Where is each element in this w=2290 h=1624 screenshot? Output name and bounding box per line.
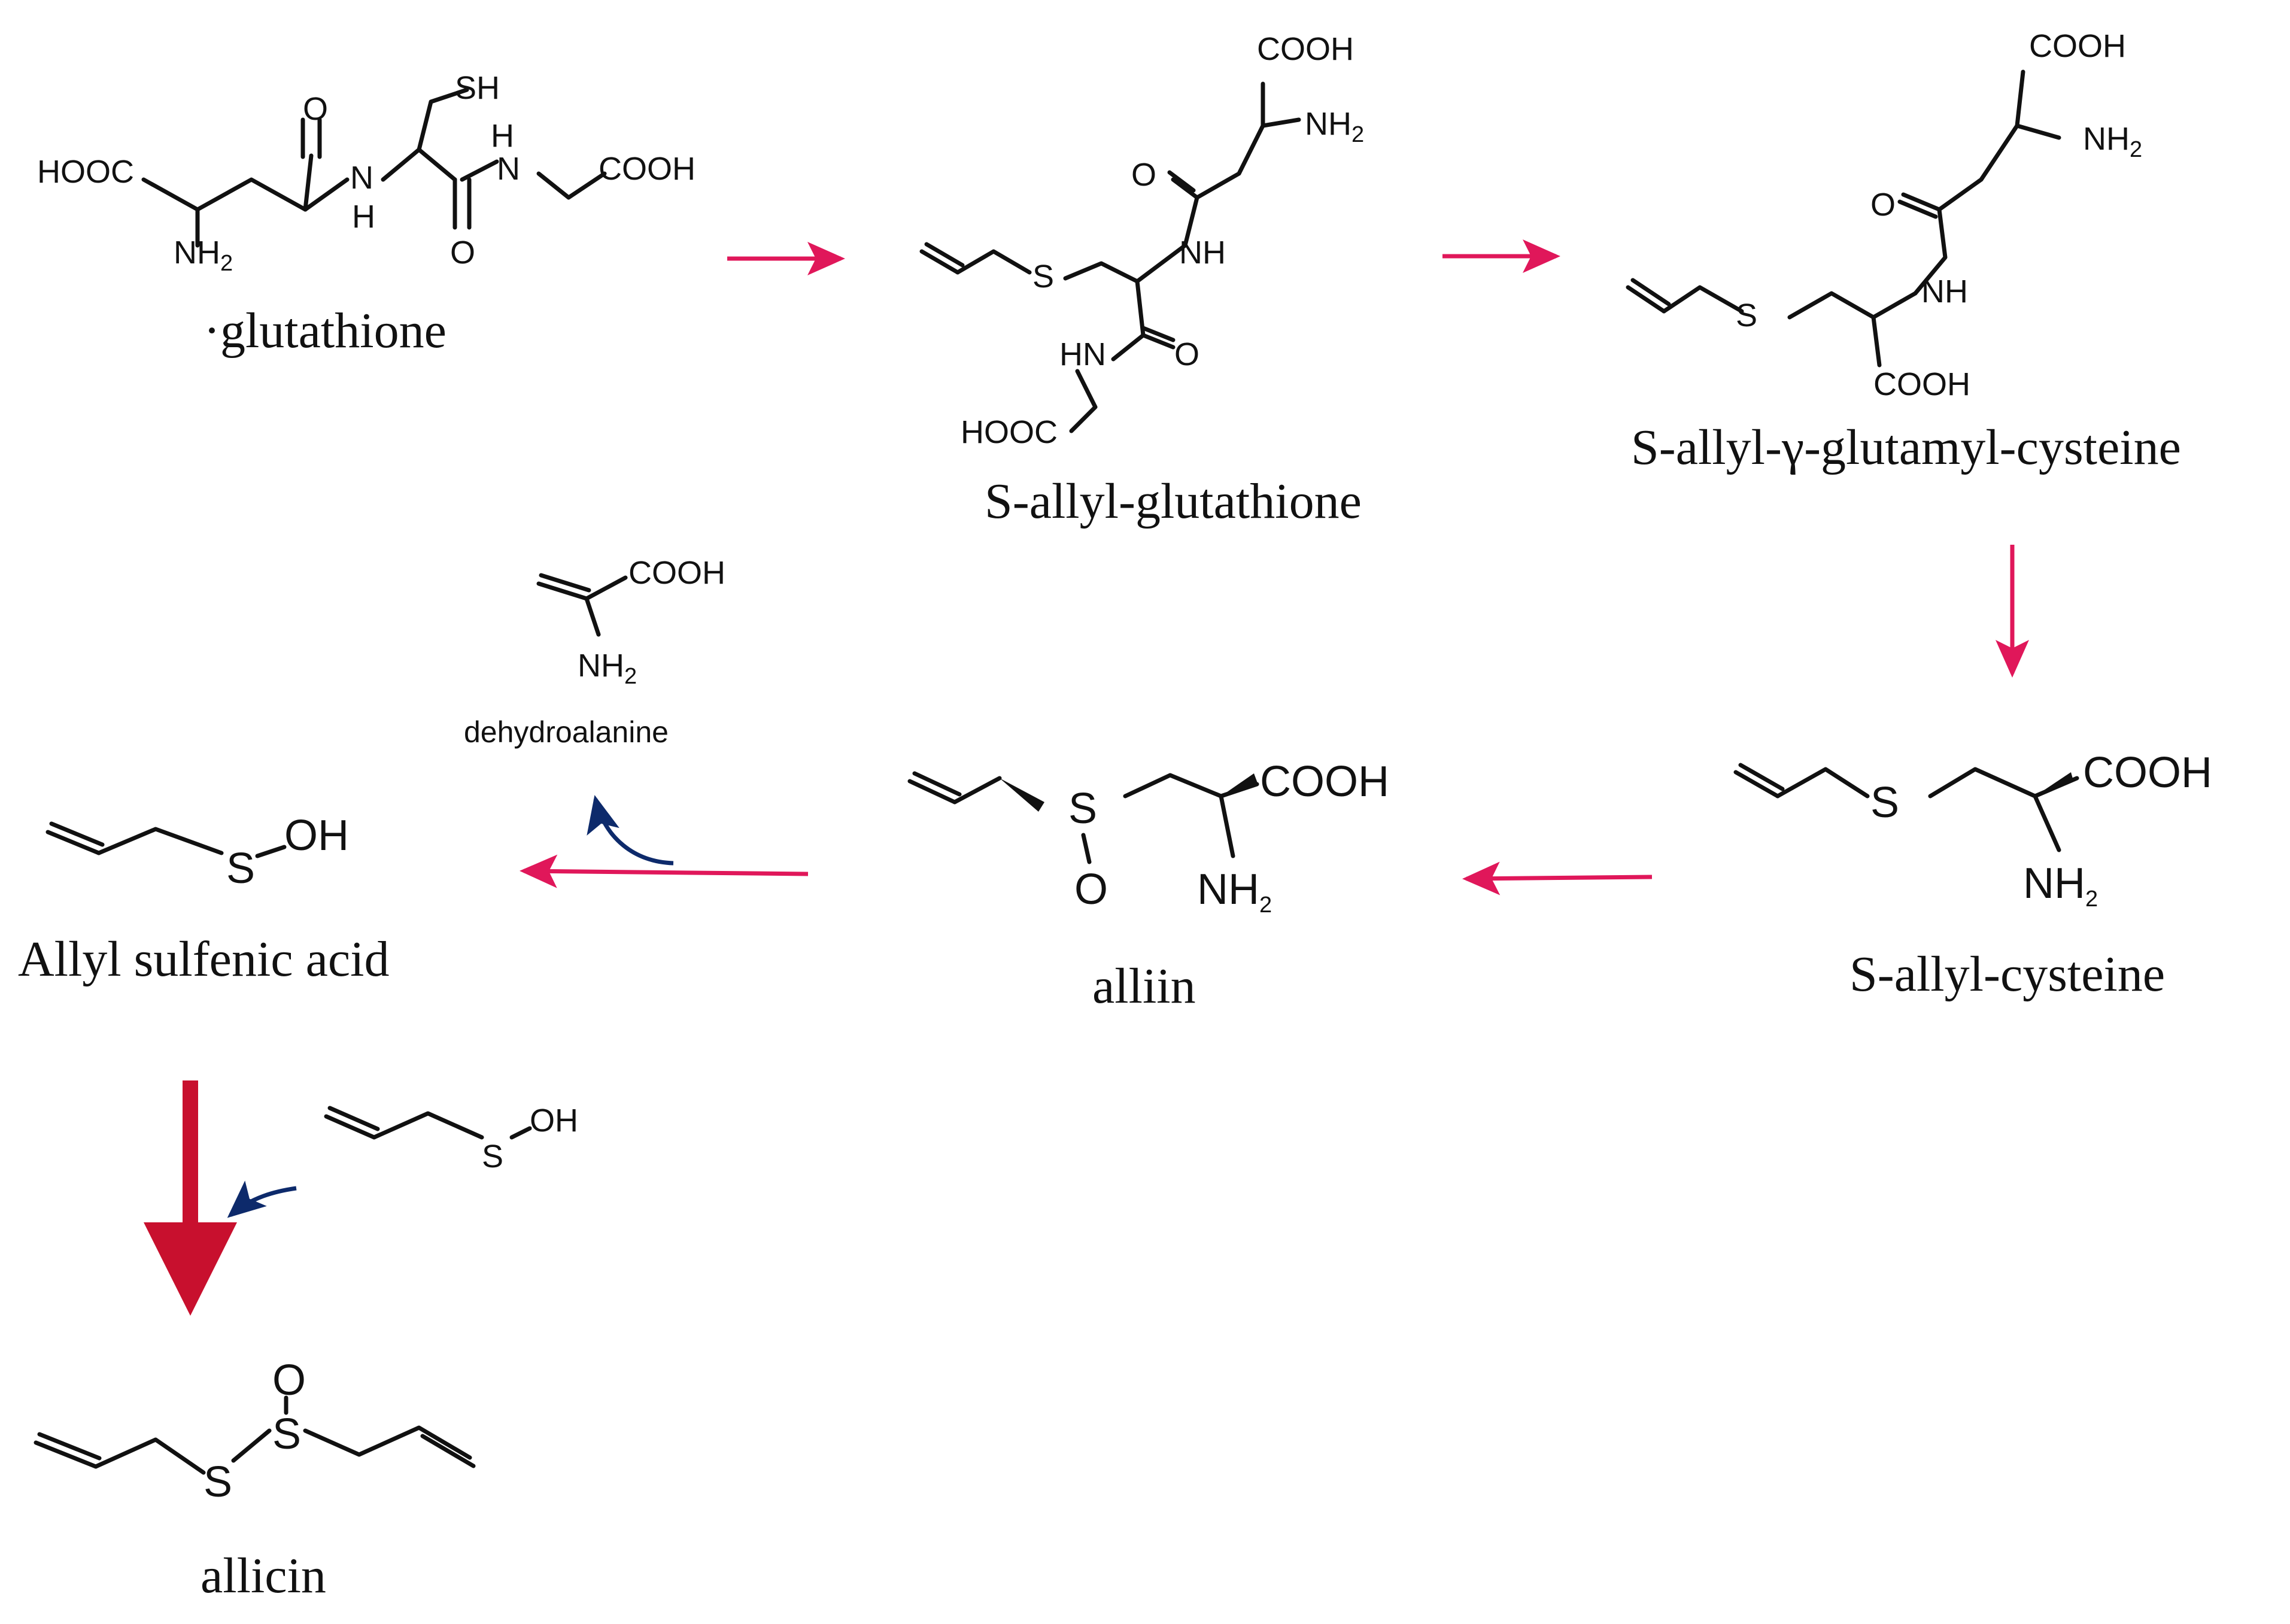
atom-nh2: NH2: [1305, 106, 1364, 147]
atom-nh2: NH2: [578, 648, 637, 689]
atom-amide-nh: NH: [1179, 235, 1226, 271]
atom-sulfur-2: S: [272, 1410, 301, 1458]
wedge-bond-s: [1000, 778, 1044, 812]
wedge-bond: [2035, 772, 2073, 796]
atom-hydroxyl: OH: [284, 812, 349, 860]
atom-sulfur: S: [1068, 785, 1097, 833]
atom-amide-nh: NH: [1921, 274, 1968, 309]
atom-carbonyl-o2: O: [450, 235, 475, 271]
atom-cooh-bottom: COOH: [1873, 366, 1970, 402]
atom-thiol: SH: [455, 70, 500, 106]
compound-allyl-sulfenic-acid-reagent: S OH: [324, 1103, 578, 1174]
atom-cooh: COOH: [628, 555, 725, 591]
compound-allyl-sulfenic-acid: S OH Allyl sulfenic acid: [18, 812, 389, 987]
arrow-step-4: [1462, 861, 1653, 896]
atom-amide-hn: HN: [1059, 336, 1106, 372]
atom-amide-n2: N: [497, 151, 520, 187]
atom-oxygen: O: [1074, 866, 1108, 913]
atom-cooh-top: COOH: [2029, 28, 2126, 64]
compound-alliin: S O COOH NH2 alliin: [907, 758, 1389, 1014]
atom-nh2: NH2: [1197, 866, 1272, 918]
arrow-byproduct: [587, 795, 674, 866]
label-s-allyl-gamma-glutamyl-cysteine: S-allyl-γ-glutamyl-cysteine: [1631, 420, 2181, 475]
atom-oxygen: O: [272, 1356, 306, 1404]
atom-carbonyl-o2: O: [1174, 336, 1199, 372]
atom-cooh: COOH: [599, 151, 695, 187]
atom-carbonyl-o: O: [1131, 157, 1156, 193]
label-dehydroalanine: dehydroalanine: [464, 715, 669, 749]
compound-s-allyl-glutathione: S COOH NH2 O NH HN O HOOC S-allyl-glutat…: [919, 31, 1364, 529]
atom-amide-h2: H: [491, 118, 514, 154]
label-allicin: allicin: [201, 1548, 326, 1604]
compound-allicin: O S S allicin: [34, 1356, 476, 1604]
atom-cooh: COOH: [2083, 749, 2212, 797]
atom-sulfur-1: S: [204, 1458, 232, 1506]
atom-hooc: HOOC: [961, 414, 1058, 450]
atom-sulfur: S: [482, 1139, 503, 1174]
atom-sulfur: S: [1032, 259, 1054, 295]
label-s-allyl-cysteine: S-allyl-cysteine: [1849, 946, 2165, 1002]
arrow-reagent: [227, 1180, 297, 1218]
atom-hooc: HOOC: [37, 154, 134, 190]
atom-nh2: NH2: [174, 235, 233, 276]
atom-sulfur: S: [1870, 779, 1899, 827]
atom-sulfur: S: [226, 845, 255, 893]
atom-nh2: NH2: [2083, 121, 2142, 162]
compound-s-allyl-cysteine: S COOH NH2 S-allyl-cysteine: [1733, 749, 2212, 1002]
atom-hydroxyl: OH: [530, 1103, 578, 1139]
atom-sulfur: S: [1736, 298, 1757, 333]
label-allyl-sulfenic-acid: Allyl sulfenic acid: [18, 931, 389, 987]
label-s-allyl-glutathione: S-allyl-glutathione: [985, 473, 1362, 529]
label-glutathione: ·glutathione: [204, 303, 447, 359]
atom-amide-h: H: [352, 199, 375, 235]
wedge-bond-c: [1221, 773, 1258, 796]
compound-glutathione: HOOC NH2 O N H SH H N O COOH ·glutathion…: [37, 70, 695, 359]
atom-amide-n: N: [350, 160, 373, 196]
compound-dehydroalanine: COOH NH2 dehydroalanine: [464, 555, 725, 749]
atom-cooh: COOH: [1260, 758, 1389, 806]
compound-s-allyl-gamma-glutamyl-cysteine: S COOH NH2 O NH COOH S-allyl-γ-glutamyl-…: [1626, 28, 2181, 475]
atom-cooh: COOH: [1257, 31, 1354, 67]
atom-carbonyl-o: O: [1870, 187, 1896, 223]
atom-carbonyl-o: O: [303, 91, 328, 127]
arrow-step-5: [520, 854, 809, 888]
atom-nh2: NH2: [2023, 860, 2098, 912]
label-alliin: alliin: [1092, 958, 1196, 1014]
